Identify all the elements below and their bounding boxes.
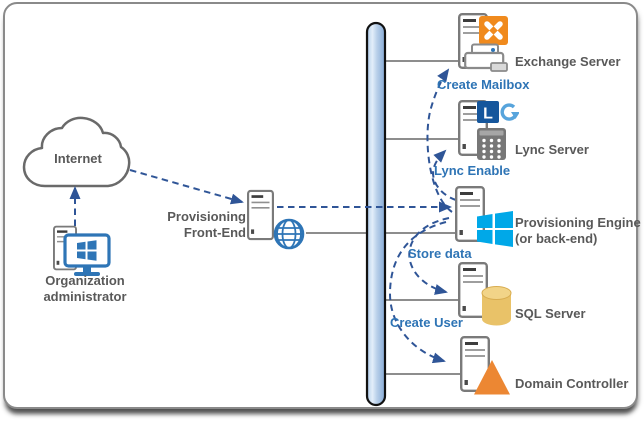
frontend-label: Provisioning Front-End xyxy=(130,209,246,241)
phone-keypad-icon xyxy=(477,128,506,160)
sql-label: SQL Server xyxy=(515,306,586,321)
refresh-arrow-icon xyxy=(500,103,517,121)
frontend-label-line2: Front-End xyxy=(183,225,246,240)
domain-triangle-icon xyxy=(474,360,510,395)
store-data-label: Store data xyxy=(408,246,472,261)
flow-create-user xyxy=(388,221,447,364)
printer-icon xyxy=(464,43,508,72)
engine-label: Provisioning Engine (or back-end) xyxy=(515,215,641,247)
org-admin-label-line1: Organization xyxy=(45,273,125,288)
flow-internet-to-frontend xyxy=(129,169,244,205)
internet-cloud-icon xyxy=(22,116,131,188)
lync-logo-icon: L xyxy=(477,101,519,123)
lync-logo-letter: L xyxy=(483,106,493,123)
frontend-server-icon xyxy=(247,188,274,242)
network-connector-lines xyxy=(306,60,460,375)
dc-label: Domain Controller xyxy=(515,376,629,391)
diagram-frame xyxy=(3,2,638,409)
engine-label-line1: Provisioning Engine xyxy=(515,215,641,230)
lync-label: Lync Server xyxy=(515,142,589,157)
lync-enable-label: Lync Enable xyxy=(434,163,511,178)
internet-label: Internet xyxy=(54,151,102,166)
windows-logo-small-icon xyxy=(77,240,97,261)
flow-arrows xyxy=(69,68,457,364)
network-bus-bar-icon xyxy=(365,21,387,407)
windows-logo-icon xyxy=(477,211,513,247)
org-admin-label: Organization administrator xyxy=(15,273,155,305)
database-icon xyxy=(481,286,512,326)
monitor-icon xyxy=(63,233,111,276)
flow-store-data xyxy=(408,217,450,295)
engine-label-line2: (or back-end) xyxy=(515,231,598,246)
create-mailbox-label: Create Mailbox xyxy=(437,77,530,92)
create-user-label: Create User xyxy=(390,315,463,330)
flow-create-mailbox xyxy=(426,68,453,213)
exchange-label: Exchange Server xyxy=(515,54,621,69)
flow-lync-enable xyxy=(432,149,457,201)
globe-icon xyxy=(273,218,305,250)
frontend-label-line1: Provisioning xyxy=(167,209,246,224)
org-admin-label-line2: administrator xyxy=(43,289,127,304)
exchange-logo-icon xyxy=(479,16,508,45)
